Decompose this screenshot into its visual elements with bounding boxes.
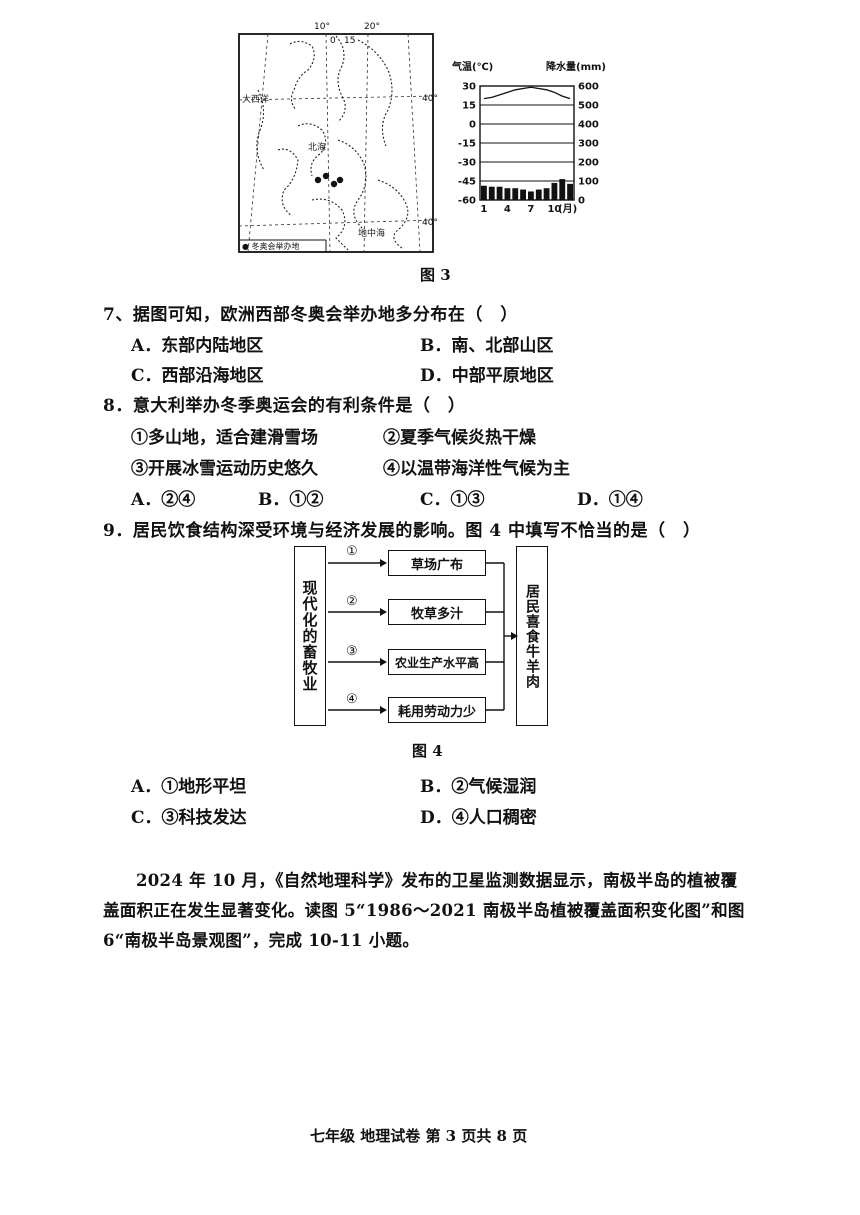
diagram-marker-1: ① <box>346 544 358 559</box>
temp-tick-label: -45 <box>458 177 476 188</box>
q7-option-c[interactable]: C．西部沿海地区 <box>131 366 264 386</box>
precip-bar <box>496 186 503 200</box>
q8-statement-4: ④以温带海洋性气候为主 <box>383 459 570 479</box>
q7-option-d[interactable]: D．中部平原地区 <box>420 366 554 386</box>
figure4-caption: 图 4 <box>412 742 443 760</box>
map-lon-label-3: 15 <box>344 36 356 46</box>
temp-line <box>483 86 571 100</box>
precip-tick-label: 0 <box>578 196 585 207</box>
q7-option-a[interactable]: A．东部内陆地区 <box>131 336 264 356</box>
q8-stem: 8．意大利举办冬季奥运会的有利条件是（ ） <box>103 396 466 416</box>
europe-map: 大西洋 北海 地中海 ● 冬奥会举办地 10° 0 15 20° 40° 40° <box>238 22 438 254</box>
map-lon-label-1: 10° <box>314 22 330 32</box>
q9-option-a[interactable]: A．①地形平坦 <box>131 777 247 797</box>
precip-bar <box>528 191 534 200</box>
figure4-connectors <box>328 559 518 714</box>
temp-tick-label: 15 <box>462 101 476 112</box>
precip-bar <box>520 189 526 200</box>
month-tick-label: 1 <box>480 204 487 215</box>
precip-bar <box>535 189 542 200</box>
q8-statement-3: ③开展冰雪运动历史悠久 <box>131 459 318 479</box>
figure3-caption: 图 3 <box>420 266 451 284</box>
q8-statement-2: ②夏季气候炎热干燥 <box>383 428 536 448</box>
diagram-box-4: 耗用劳动力少 <box>388 697 486 723</box>
temp-tick-label: -60 <box>458 196 476 207</box>
diagram-box-2-text: 牧草多汁 <box>410 606 463 622</box>
map-sea-label: 地中海 <box>358 227 385 239</box>
precip-bar <box>567 183 573 200</box>
precip-bar <box>488 186 495 200</box>
map-ocean-label: 大西洋 <box>242 93 269 105</box>
month-unit-label: (月) <box>558 203 577 215</box>
q8-option-d[interactable]: D．①④ <box>577 490 643 510</box>
diagram-marker-4: ④ <box>346 692 358 707</box>
month-tick-label: 7 <box>527 204 534 215</box>
q9-option-c[interactable]: C．③科技发达 <box>131 808 247 828</box>
diagram-left-box-text: 现代化的畜牧业 <box>300 580 319 692</box>
temp-tick-label: 30 <box>462 82 476 93</box>
map-lon-label-4: 20° <box>364 22 380 32</box>
diagram-left-box: 现代化的畜牧业 <box>294 546 326 726</box>
map-region-label: 北海 <box>308 141 326 153</box>
q8-statement-1: ①多山地，适合建滑雪场 <box>131 428 318 448</box>
month-tick-label: 4 <box>504 204 511 215</box>
climate-chart: 气温(℃) 降水量(mm) 30 15 0 -15 -30 -45 -60 600 500 400… <box>451 58 610 218</box>
temp-tick-label: 0 <box>469 120 476 131</box>
map-lon-label-2: 0 <box>330 36 336 46</box>
precip-bar <box>543 188 550 200</box>
diagram-box-4-text: 耗用劳动力少 <box>397 704 476 720</box>
map-legend: ● 冬奥会举办地 <box>242 241 300 251</box>
precip-tick-label: 600 <box>578 82 599 93</box>
precip-axis-title: 降水量(mm) <box>546 60 606 73</box>
q8-option-b[interactable]: B．①② <box>258 490 324 510</box>
precip-tick-label: 400 <box>578 120 599 131</box>
diagram-box-3: 农业生产水平高 <box>388 649 486 675</box>
map-lat-label-1: 40° <box>422 218 438 228</box>
precip-tick-label: 500 <box>578 101 599 112</box>
climate-chart-svg: 气温(℃) 降水量(mm) 30 15 0 -15 -30 -45 -60 600 500 400… <box>451 60 606 215</box>
reading-passage: 2024 年 10 月，《自然地理科学》发布的卫星监测数据显示，南极半岛的植被覆… <box>103 871 745 950</box>
temp-tick-label: -15 <box>458 139 476 150</box>
precip-bar <box>559 179 566 200</box>
temp-axis-title: 气温(℃) <box>452 60 493 73</box>
precip-tick-label: 300 <box>578 139 599 150</box>
q9-stem: 9．居民饮食结构深受环境与经济发展的影响。图 4 中填写不恰当的是（ ） <box>103 521 701 541</box>
diagram-marker-2: ② <box>346 594 358 609</box>
q8-option-c[interactable]: C．①③ <box>420 490 485 510</box>
q7-stem: 7、据图可知，欧洲西部冬奥会举办地多分布在（ ） <box>103 305 518 325</box>
europe-map-drawing: 大西洋 北海 地中海 ● 冬奥会举办地 <box>238 33 434 253</box>
month-tick-label: 10 <box>547 204 561 215</box>
diagram-box-1-text: 草场广布 <box>410 557 463 573</box>
diagram-box-3-text: 农业生产水平高 <box>394 655 479 670</box>
q9-option-d[interactable]: D．④人口稠密 <box>420 808 537 828</box>
map-lat-label-top: 40° <box>422 94 438 104</box>
precip-bar <box>504 188 511 200</box>
precip-bar <box>481 185 487 200</box>
temp-tick-label: -30 <box>458 158 476 169</box>
precip-bar <box>512 188 519 200</box>
diagram-right-box: 居民喜食牛羊肉 <box>516 546 548 726</box>
q9-option-b[interactable]: B．②气候湿润 <box>420 777 537 797</box>
q7-option-b[interactable]: B．南、北部山区 <box>420 336 554 356</box>
q8-option-a[interactable]: A．②④ <box>131 490 196 510</box>
diagram-right-box-text: 居民喜食牛羊肉 <box>524 583 540 689</box>
diagram-box-1: 草场广布 <box>388 550 486 576</box>
precip-bar <box>551 182 558 200</box>
precip-tick-label: 100 <box>578 177 599 188</box>
diagram-box-2: 牧草多汁 <box>388 599 486 625</box>
diagram-marker-3: ③ <box>346 644 358 659</box>
figure4-diagram: 现代化的畜牧业 居民喜食牛羊肉 ① ② ③ ④ 草场广布 牧草多汁 农业生产水平… <box>290 544 550 728</box>
precip-tick-label: 200 <box>578 158 599 169</box>
page-footer: 七年级 地理试卷 第 3 页共 8 页 <box>310 1127 528 1145</box>
